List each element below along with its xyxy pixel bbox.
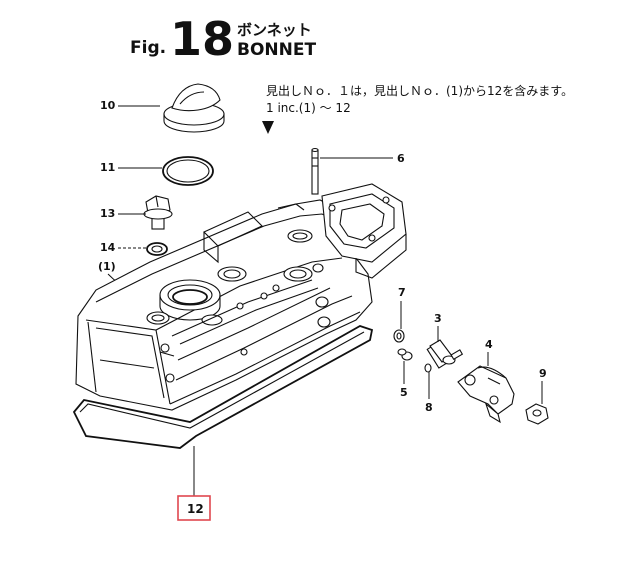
- fig-prefix: Fig.: [130, 38, 166, 58]
- spring-pin-drawing: [424, 363, 432, 373]
- title-japanese: ボンネット: [237, 21, 312, 39]
- title-english: BONNET: [237, 40, 316, 60]
- part-label-8: 8: [425, 401, 433, 414]
- part-label-9: 9: [539, 367, 547, 380]
- part-label-10: 10: [100, 99, 116, 112]
- part-label-11: 11: [100, 161, 115, 174]
- part-label-5: 5: [400, 386, 408, 399]
- note-english: 1 inc.(1) ～ 12: [266, 101, 351, 115]
- bracket-drawing: [457, 365, 515, 424]
- part-12-highlight-box: [177, 495, 211, 521]
- gasket-drawing: [72, 325, 374, 449]
- bonnet-cover-drawing: [75, 183, 407, 411]
- breather-valve-drawing: [426, 339, 464, 369]
- washer-drawing: [146, 242, 168, 256]
- small-o-ring-drawing: [393, 329, 405, 343]
- bolt-drawing: [143, 195, 173, 230]
- part-label-14: 14: [100, 241, 116, 254]
- note-japanese: 見出しＮｏ．１は，見出しＮｏ．(1)から12を含みます。: [266, 83, 573, 98]
- oil-filler-cap-drawing: [163, 83, 225, 133]
- part-label-7: 7: [398, 286, 406, 299]
- o-ring-drawing: [162, 156, 214, 186]
- part-label-1: (1): [98, 260, 116, 273]
- part-label-4: 4: [485, 338, 493, 351]
- part-label-6: 6: [397, 152, 405, 165]
- part-label-12: 12: [187, 502, 204, 516]
- note-pointer-arrow: [262, 121, 274, 134]
- stud-drawing: [311, 147, 319, 195]
- fig-number: 18: [170, 12, 234, 66]
- hex-nut-drawing: [525, 403, 549, 425]
- part-label-3: 3: [434, 312, 442, 325]
- part-label-13: 13: [100, 207, 115, 220]
